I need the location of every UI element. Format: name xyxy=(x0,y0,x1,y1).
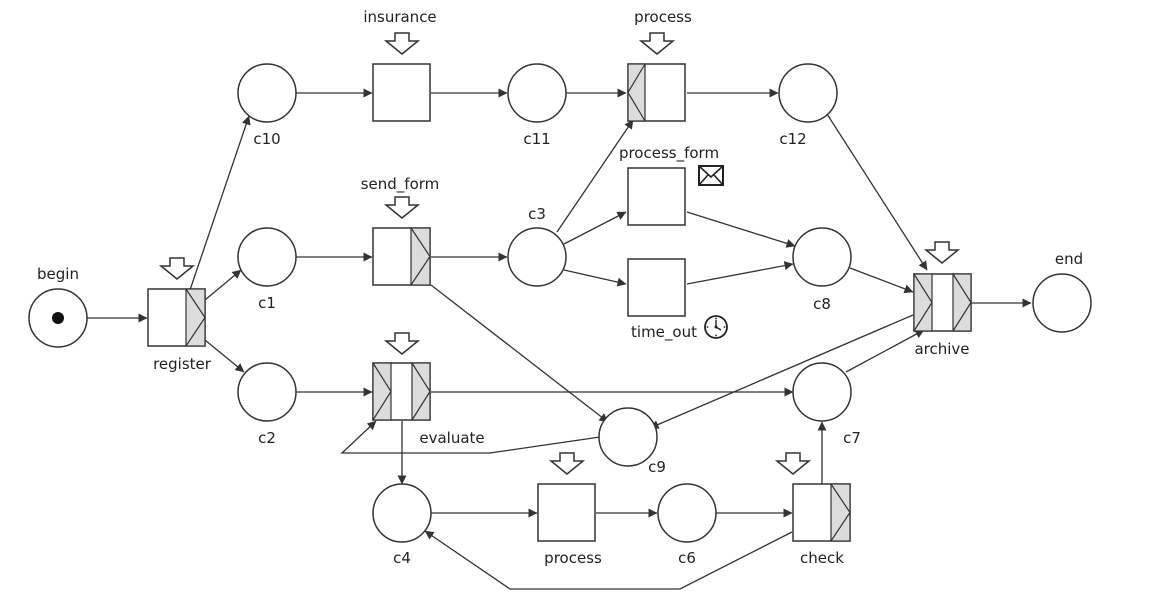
place-c6 xyxy=(657,483,717,543)
arcs xyxy=(87,88,1032,590)
label-evaluate: evaluate xyxy=(419,429,484,447)
label-c6: c6 xyxy=(678,549,696,567)
transition-send-form xyxy=(372,227,431,286)
label-c3: c3 xyxy=(528,205,546,223)
label-c10: c10 xyxy=(253,130,280,148)
label-process-form: process_form xyxy=(619,144,719,163)
label-c8: c8 xyxy=(813,295,831,313)
place-c2 xyxy=(237,362,297,422)
trigger-arrow-icon xyxy=(774,452,812,475)
arc-c12-archive xyxy=(826,113,928,271)
arc-c3-process-form xyxy=(563,211,627,245)
transition-process-top xyxy=(627,63,686,122)
label-process-top: process xyxy=(634,8,692,26)
place-end xyxy=(1032,273,1092,333)
label-c1: c1 xyxy=(258,294,276,312)
user-triggers xyxy=(158,32,961,475)
label-archive: archive xyxy=(914,340,969,358)
transition-process-form xyxy=(627,167,686,226)
arc-c7-archive xyxy=(845,329,925,373)
arc-c3-process xyxy=(556,119,634,233)
arc-register-c10 xyxy=(189,115,251,291)
transition-evaluate xyxy=(372,362,431,421)
place-c9 xyxy=(598,407,658,467)
trigger-arrow-icon xyxy=(548,452,586,475)
places xyxy=(28,63,1092,543)
label-c9: c9 xyxy=(648,458,666,476)
place-c3 xyxy=(507,227,567,287)
place-c10 xyxy=(237,63,297,123)
transition-insurance xyxy=(372,63,431,122)
token-dot xyxy=(52,312,64,324)
label-c12: c12 xyxy=(779,130,806,148)
label-time-out: time_out xyxy=(631,323,697,342)
arc-register-c2 xyxy=(204,339,245,373)
arc-time-out-c8 xyxy=(686,261,794,285)
label-check: check xyxy=(800,549,844,567)
transition-process-bottom xyxy=(537,483,596,542)
arc-c9-evaluate xyxy=(340,420,601,454)
label-c4: c4 xyxy=(393,549,411,567)
label-end: end xyxy=(1055,250,1083,268)
label-c2: c2 xyxy=(258,429,276,447)
label-process-bottom: process xyxy=(544,549,602,567)
label-insurance: insurance xyxy=(363,8,436,26)
trigger-arrow-icon xyxy=(383,196,421,219)
label-send-form: send_form xyxy=(361,175,440,194)
label-c11: c11 xyxy=(523,130,550,148)
arc-process-form-c8 xyxy=(686,211,796,248)
arc-check-c4 xyxy=(424,530,793,590)
trigger-arrow-icon xyxy=(923,241,961,264)
place-c8 xyxy=(792,227,852,287)
trigger-arrow-icon xyxy=(383,32,421,55)
transition-check xyxy=(792,483,851,542)
envelope-icon xyxy=(698,165,724,186)
transitions xyxy=(147,63,972,542)
arc-register-c1 xyxy=(204,269,242,301)
clock-icon xyxy=(704,315,728,339)
place-c7 xyxy=(792,362,852,422)
labels: begin c10 c1 c2 c11 c3 c12 c8 c7 c9 c4 c… xyxy=(37,8,1083,567)
arc-c8-archive xyxy=(849,267,914,294)
trigger-arrow-icon xyxy=(383,332,421,355)
trigger-arrow-icon xyxy=(158,257,196,280)
place-c12 xyxy=(778,63,838,123)
transition-archive xyxy=(913,273,972,332)
transition-time-out xyxy=(627,258,686,317)
arc-archive-c9 xyxy=(649,314,914,429)
label-begin: begin xyxy=(37,265,79,283)
place-c1 xyxy=(237,227,297,287)
arc-send-form-c9 xyxy=(430,284,609,423)
trigger-arrow-icon xyxy=(638,32,676,55)
place-c11 xyxy=(507,63,567,123)
place-c4 xyxy=(372,483,432,543)
label-register: register xyxy=(153,355,212,373)
label-c7: c7 xyxy=(843,429,861,447)
transition-register xyxy=(147,288,206,347)
arc-c3-time-out xyxy=(563,269,627,287)
